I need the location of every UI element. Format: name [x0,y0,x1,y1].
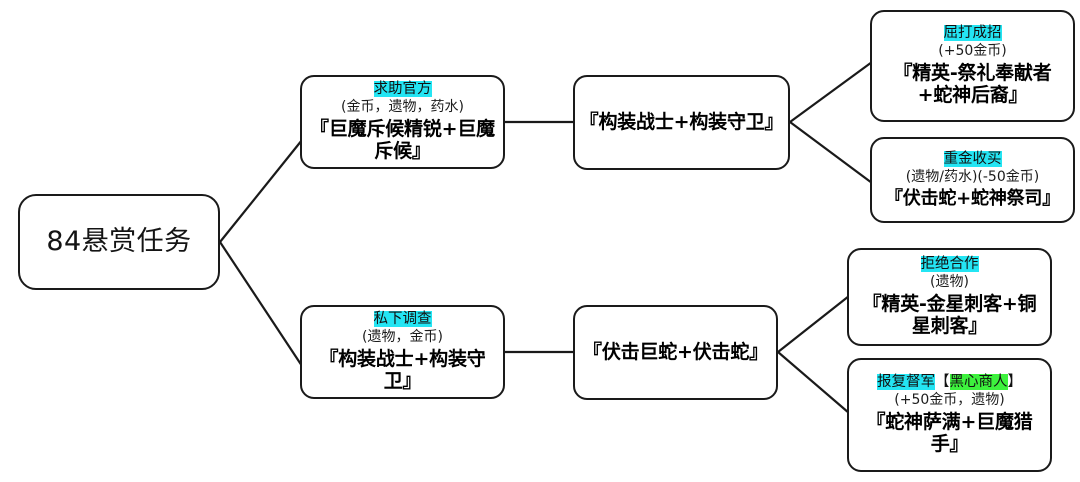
node-upper-choice[interactable]: 求助官方 (金币，遗物，药水) 『巨魔斥候精锐+巨魔斥候』 [300,75,505,169]
reward-label-lower-outcome-1: (遗物) [930,274,969,291]
root-label: 84悬赏任务 [46,226,192,258]
node-upper-middle[interactable]: 『构装战士+构装守卫』 [573,75,790,170]
choice-label-upper: 求助官方 [373,81,432,98]
enemies-label-lower-outcome-1: 『精英-金星刺客+铜星刺客』 [862,292,1037,338]
choice-label-upper-outcome-1: 屈打成招 [943,25,1002,42]
enemies-label-lower: 『构装战士+构装守卫』 [319,347,486,393]
choice-bracket-close-lower-outcome-2: 】 [1007,374,1023,391]
reward-label-upper: (金币，遗物，药水) [341,99,464,116]
reward-label-lower-outcome-2: (+50金币，遗物) [894,392,1005,409]
choice-label-lower-outcome-1: 拒绝合作 [920,256,979,273]
choice-highlight-upper-outcome-2: 重金收买 [943,151,1002,168]
node-upper-outcome-2[interactable]: 重金收买 (遗物/药水)(-50金币) 『伏击蛇+蛇神祭司』 [870,137,1075,223]
enemies-label-upper-middle: 『构装战士+构装守卫』 [579,111,784,134]
edge-root-to-upper-choice [219,139,303,243]
enemies-label-upper: 『巨魔斥候精锐+巨魔斥候』 [310,117,495,163]
node-lower-choice[interactable]: 私下调查 (遗物，金币) 『构装战士+构装守卫』 [300,305,505,399]
node-lower-outcome-2[interactable]: 报复督军【黑心商人】 (+50金币，遗物) 『蛇神萨满+巨魔猎手』 [847,358,1052,472]
choice-highlight-upper: 求助官方 [373,81,432,98]
choice-highlight-lower: 私下调查 [373,311,432,328]
choice-bracket-open-lower-outcome-2: 【 [935,374,950,391]
choice-highlight-lower-outcome-2: 报复督军 [877,374,935,391]
edge-lower-middle-to-outcome-1 [777,295,850,353]
node-lower-outcome-1[interactable]: 拒绝合作 (遗物) 『精英-金星刺客+铜星刺客』 [847,248,1052,346]
node-root[interactable]: 84悬赏任务 [18,194,220,290]
enemies-label-lower-middle: 『伏击巨蛇+伏击蛇』 [583,341,768,364]
enemies-label-upper-outcome-2: 『伏击蛇+蛇神祭司』 [884,187,1061,209]
choice-label-lower: 私下调查 [373,311,432,328]
choice-highlight-upper-outcome-1: 屈打成招 [943,25,1002,42]
edge-lower-middle-to-outcome-2 [777,351,850,414]
reward-label-upper-outcome-1: (+50金币) [938,43,1007,60]
choice-label-lower-outcome-2: 报复督军【黑心商人】 [877,374,1022,391]
choice-label-upper-outcome-2: 重金收买 [943,151,1002,168]
enemies-label-upper-outcome-1: 『精英-祭礼奉献者+蛇神后裔』 [893,61,1052,107]
node-upper-outcome-1[interactable]: 屈打成招 (+50金币) 『精英-祭礼奉献者+蛇神后裔』 [870,10,1075,122]
node-lower-middle[interactable]: 『伏击巨蛇+伏击蛇』 [573,305,778,400]
reward-label-lower: (遗物，金币) [362,329,443,346]
enemies-label-lower-outcome-2: 『蛇神萨满+巨魔猎手』 [866,410,1033,456]
edge-upper-middle-to-outcome-1 [789,61,873,123]
reward-label-upper-outcome-2: (遗物/药水)(-50金币) [905,168,1040,185]
choice-highlight-lower-outcome-1: 拒绝合作 [920,256,979,273]
edge-upper-middle-to-outcome-2 [789,121,873,184]
edge-root-to-lower-choice [219,241,303,367]
choice-highlight-green-lower-outcome-2: 黑心商人 [949,374,1008,391]
